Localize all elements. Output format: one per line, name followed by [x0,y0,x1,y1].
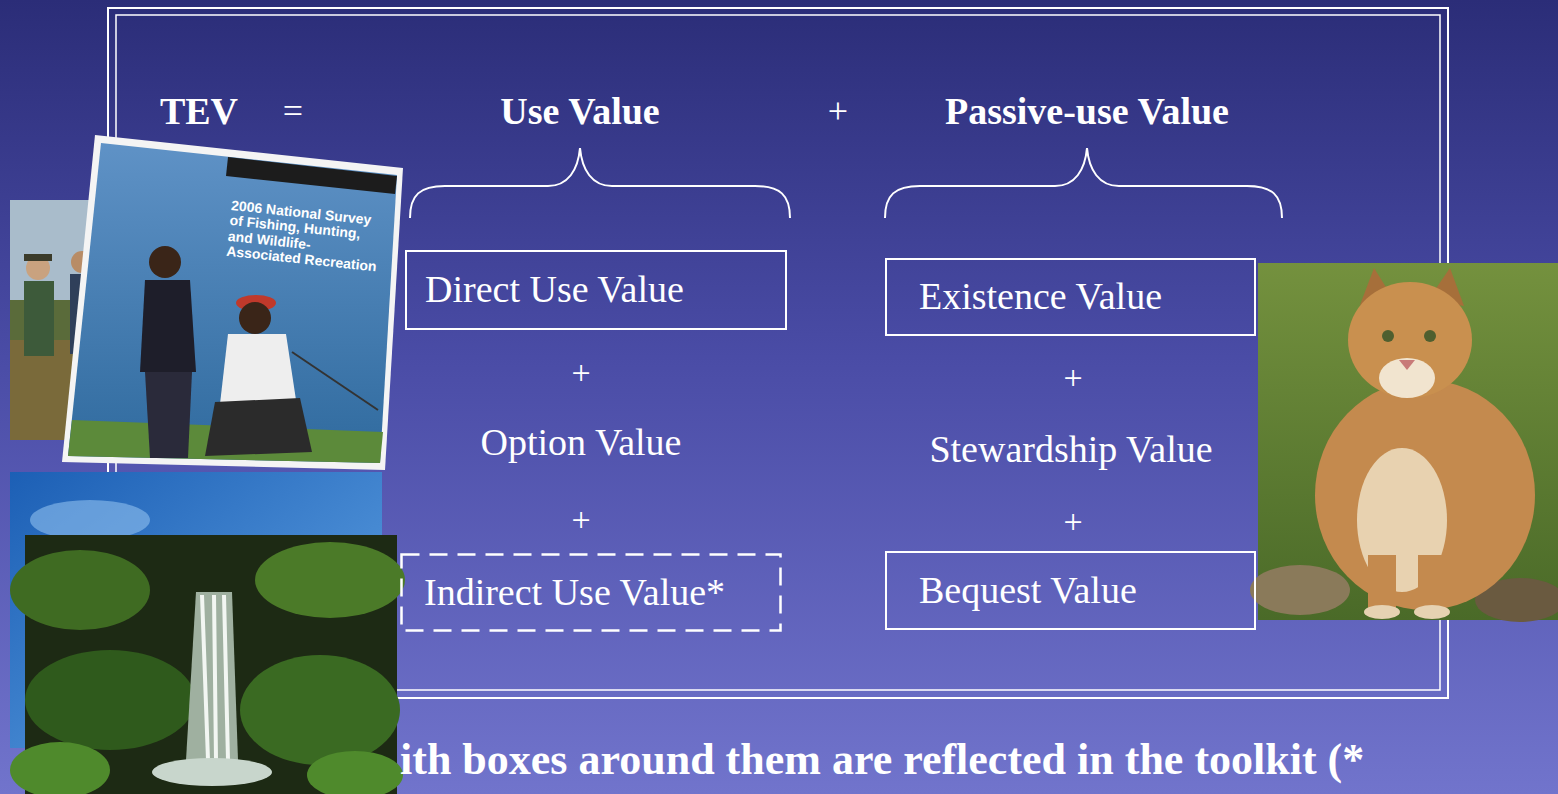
equals-sign: = [283,92,303,132]
waterfall-photo [10,535,405,794]
waterfall-photo-part [186,592,238,760]
survey-report-cover-part [220,334,296,404]
equation-term: TEV [160,91,238,133]
cougar-photo-part [1399,360,1415,370]
value-component: Option Value [481,422,682,464]
plus-sign: + [1063,503,1082,540]
report-title: 2006 National Survey of Fishing, Hunting… [226,198,387,275]
waterfall-photo-part [255,542,405,618]
survey-report-cover-part [292,352,378,410]
survey-report-cover-part [149,246,181,278]
cougar-photo-part [1379,358,1435,398]
curly-brace-part [885,148,1282,218]
category-heading: Passive-use Value [945,91,1229,133]
waterfall-photo-part [10,742,110,794]
dashed-outline [402,555,781,631]
plus-sign: + [1063,359,1082,396]
plus-sign: + [571,354,590,391]
curly-brace [410,148,1282,218]
box-text: Bequest Value [919,570,1137,612]
birdwatchers-photo-part [24,281,54,356]
birdwatchers-photo-part [24,254,52,261]
dashed-value-box: Indirect Use Value* [400,553,782,632]
survey-report-cover [62,135,403,470]
value-box: Existence Value [885,258,1256,336]
waterfall-photo-part [152,758,272,786]
sky-photo-part [30,500,150,540]
survey-report-cover-part [68,143,397,463]
box-text: Existence Value [919,276,1162,318]
cougar-photo-part [1250,565,1350,615]
box-text: Indirect Use Value* [424,572,725,614]
survey-report-cover-part [226,157,397,194]
cougar-photo-part [1364,605,1400,619]
plus-sign: + [828,92,848,132]
plus-sign: + [571,501,590,538]
box-text: Direct Use Value [425,269,684,311]
cougar-photo-part [1348,282,1472,398]
cougar-photo-part [1382,330,1394,342]
category-heading: Use Value [500,91,659,133]
cougar-photo-part [1418,555,1446,613]
waterfall-photo-part [307,751,403,794]
survey-report-cover-part [140,280,196,372]
survey-report-cover-part [205,398,312,456]
value-box: Direct Use Value [405,250,787,330]
cougar-photo-part [1414,605,1450,619]
waterfall-photo-part [202,595,228,760]
waterfall-photo-part [25,650,195,750]
survey-report-cover-part [62,135,403,470]
waterfall-photo-part [240,655,400,765]
curly-brace-part [410,148,790,218]
value-component: Stewardship Value [929,429,1212,471]
footnote-text: ith boxes around them are reflected in t… [400,736,1364,784]
cougar-photo-part [1368,555,1396,613]
value-box: Bequest Value [885,551,1256,630]
cougar-photo-part [1424,330,1436,342]
survey-report-cover-part [145,372,192,458]
cougar-photo [1250,263,1558,622]
survey-report-cover-part [239,302,271,334]
waterfall-photo-part [10,550,150,630]
